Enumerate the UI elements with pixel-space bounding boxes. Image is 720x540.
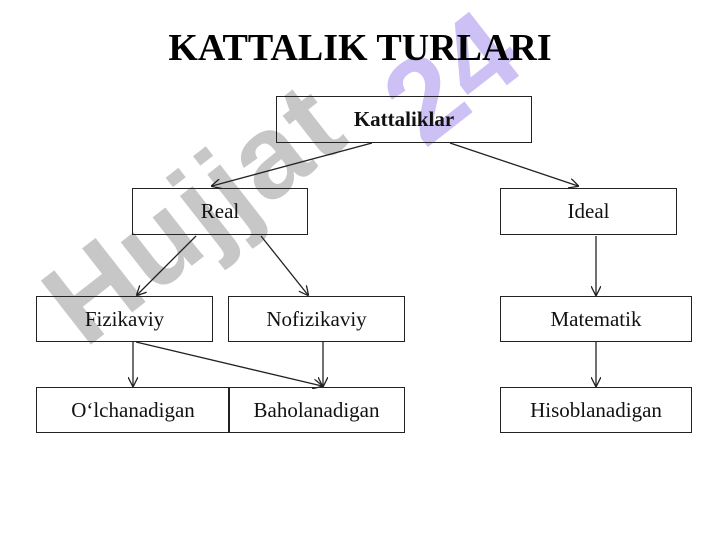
page-title: KATTALIK TURLARI	[168, 27, 552, 69]
node-kattaliklar: Kattaliklar	[276, 96, 532, 143]
node-nofizikaviy: Nofizikaviy	[228, 296, 405, 342]
node-matematik: Matematik	[500, 296, 692, 342]
edge-kattaliklar-real	[212, 142, 373, 186]
node-hisoblanadigan: Hisoblanadigan	[500, 387, 692, 433]
edge-fizikaviy-baholanadigan	[135, 341, 322, 386]
edge-real-fizikaviy	[137, 235, 197, 295]
edge-real-nofizikaviy	[260, 235, 308, 295]
edge-kattaliklar-ideal	[449, 142, 578, 186]
node-olchanadigan: O‘lchanadigan	[36, 387, 230, 433]
node-fizikaviy: Fizikaviy	[36, 296, 213, 342]
node-real: Real	[132, 188, 308, 235]
node-baholanadigan: Baholanadigan	[228, 387, 405, 433]
node-ideal: Ideal	[500, 188, 677, 235]
